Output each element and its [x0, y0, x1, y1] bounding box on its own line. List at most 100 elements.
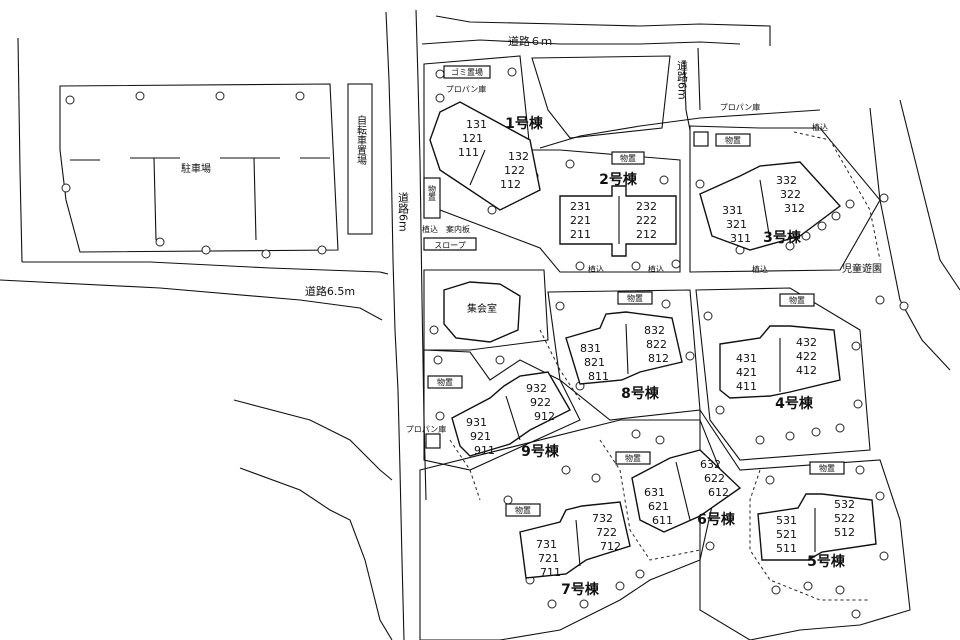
parking-label: 駐車場 — [181, 162, 211, 175]
storage-label-5: 物置 — [819, 463, 835, 473]
room-number: 312 — [784, 202, 805, 215]
propane-label-2: プロパン庫 — [720, 102, 760, 112]
propane-label-1: プロパン庫 — [446, 84, 486, 94]
room-number: 731 — [536, 538, 557, 551]
storage-label-7: 物置 — [515, 505, 531, 515]
room-number: 212 — [636, 228, 657, 241]
room-number: 511 — [776, 542, 797, 555]
room-number: 621 — [648, 500, 669, 513]
room-number: 532 — [834, 498, 855, 511]
building-8-label: 8号棟 — [621, 385, 660, 402]
storage-box-4 — [779, 293, 815, 307]
building-1: 131 121 111 132 122 112 1号棟 — [429, 101, 544, 211]
room-number: 222 — [636, 214, 657, 227]
building-3: 331 321 311 332 322 312 3号棟 — [699, 161, 842, 251]
storage-box-5 — [809, 461, 845, 475]
storage-box-7 — [505, 503, 541, 517]
room-number: 412 — [796, 364, 817, 377]
room-number: 832 — [644, 324, 665, 337]
room-number: 211 — [570, 228, 591, 241]
room-number: 911 — [474, 444, 495, 457]
room-number: 811 — [588, 370, 609, 383]
slope-box — [423, 237, 477, 251]
room-number: 522 — [834, 512, 855, 525]
room-number: 121 — [462, 132, 483, 145]
parking-lot — [59, 83, 373, 253]
room-number: 611 — [652, 514, 673, 527]
storage-box-a — [423, 177, 441, 219]
room-number: 912 — [534, 410, 555, 423]
playground-label: 児童遊園 — [842, 262, 882, 275]
storage-label-3: 物置 — [725, 135, 741, 145]
building-5-label: 5号棟 — [807, 553, 846, 570]
building-3-label: 3号棟 — [763, 229, 802, 246]
room-number: 732 — [592, 512, 613, 525]
storage-label-4: 物置 — [789, 295, 805, 305]
room-number: 111 — [458, 146, 479, 159]
room-number: 432 — [796, 336, 817, 349]
room-number: 322 — [780, 188, 801, 201]
building-6: 631 621 611 632 622 612 6号棟 — [631, 449, 742, 533]
storage-box-2 — [611, 151, 645, 165]
road-center-label: 道路6m — [397, 191, 410, 232]
propane-label-3: プロパン庫 — [406, 424, 446, 434]
building-2-label: 2号棟 — [599, 171, 638, 188]
room-number: 812 — [648, 352, 669, 365]
building-2: 231 221 211 232 222 212 2号棟 — [559, 171, 677, 257]
road-lines — [0, 9, 960, 640]
room-number: 631 — [644, 486, 665, 499]
room-number: 112 — [500, 178, 521, 191]
garbage-area — [443, 65, 491, 79]
storage-label-a: 物置 — [428, 184, 437, 201]
site-trees — [429, 67, 909, 619]
room-number: 431 — [736, 352, 757, 365]
entry-label-5: 植込 — [812, 122, 828, 132]
room-number: 221 — [570, 214, 591, 227]
building-8: 831 821 811 832 822 812 8号棟 — [565, 311, 683, 402]
storage-box-3 — [715, 133, 751, 147]
entry-label-4: 植込 — [752, 264, 768, 274]
building-9: 931 921 911 932 922 912 9号棟 — [451, 371, 571, 460]
meeting-hall-building — [443, 281, 521, 343]
room-number: 132 — [508, 150, 529, 163]
room-number: 321 — [726, 218, 747, 231]
storage-small-3 — [693, 131, 709, 147]
room-number: 131 — [466, 118, 487, 131]
room-number: 231 — [570, 200, 591, 213]
parking-trees — [61, 91, 327, 259]
storage-box-6 — [615, 451, 651, 465]
entry-label-1: 植込 — [422, 224, 438, 234]
building-6-label: 6号棟 — [697, 511, 736, 528]
room-number: 722 — [596, 526, 617, 539]
slope-label: スロープ — [434, 241, 466, 250]
storage-label-9: 物置 — [437, 377, 453, 387]
room-number: 712 — [600, 540, 621, 553]
room-number: 232 — [636, 200, 657, 213]
room-number: 922 — [530, 396, 551, 409]
building-1-label: 1号棟 — [505, 115, 544, 132]
room-number: 921 — [470, 430, 491, 443]
storage-label-8: 物置 — [627, 293, 643, 303]
road-top-label: 道路６ｍ — [508, 34, 552, 48]
room-number: 931 — [466, 416, 487, 429]
room-number: 721 — [538, 552, 559, 565]
storage-box-9 — [427, 375, 463, 389]
road-left-label: 道路6.5m — [305, 284, 355, 298]
room-number: 622 — [704, 472, 725, 485]
room-number: 632 — [700, 458, 721, 471]
room-number: 421 — [736, 366, 757, 379]
room-number: 122 — [504, 164, 525, 177]
bicycle-parking-label: 自転車置場 — [355, 114, 367, 166]
guide-board-label: 案内板 — [446, 224, 470, 234]
room-number: 331 — [722, 204, 743, 217]
building-4: 431 421 411 432 422 412 4号棟 — [719, 325, 841, 412]
building-7-label: 7号棟 — [561, 581, 600, 598]
meeting-hall-label: 集会室 — [467, 302, 497, 315]
room-number: 422 — [796, 350, 817, 363]
room-number: 332 — [776, 174, 797, 187]
room-number: 521 — [776, 528, 797, 541]
room-number: 711 — [540, 566, 561, 579]
room-number: 831 — [580, 342, 601, 355]
